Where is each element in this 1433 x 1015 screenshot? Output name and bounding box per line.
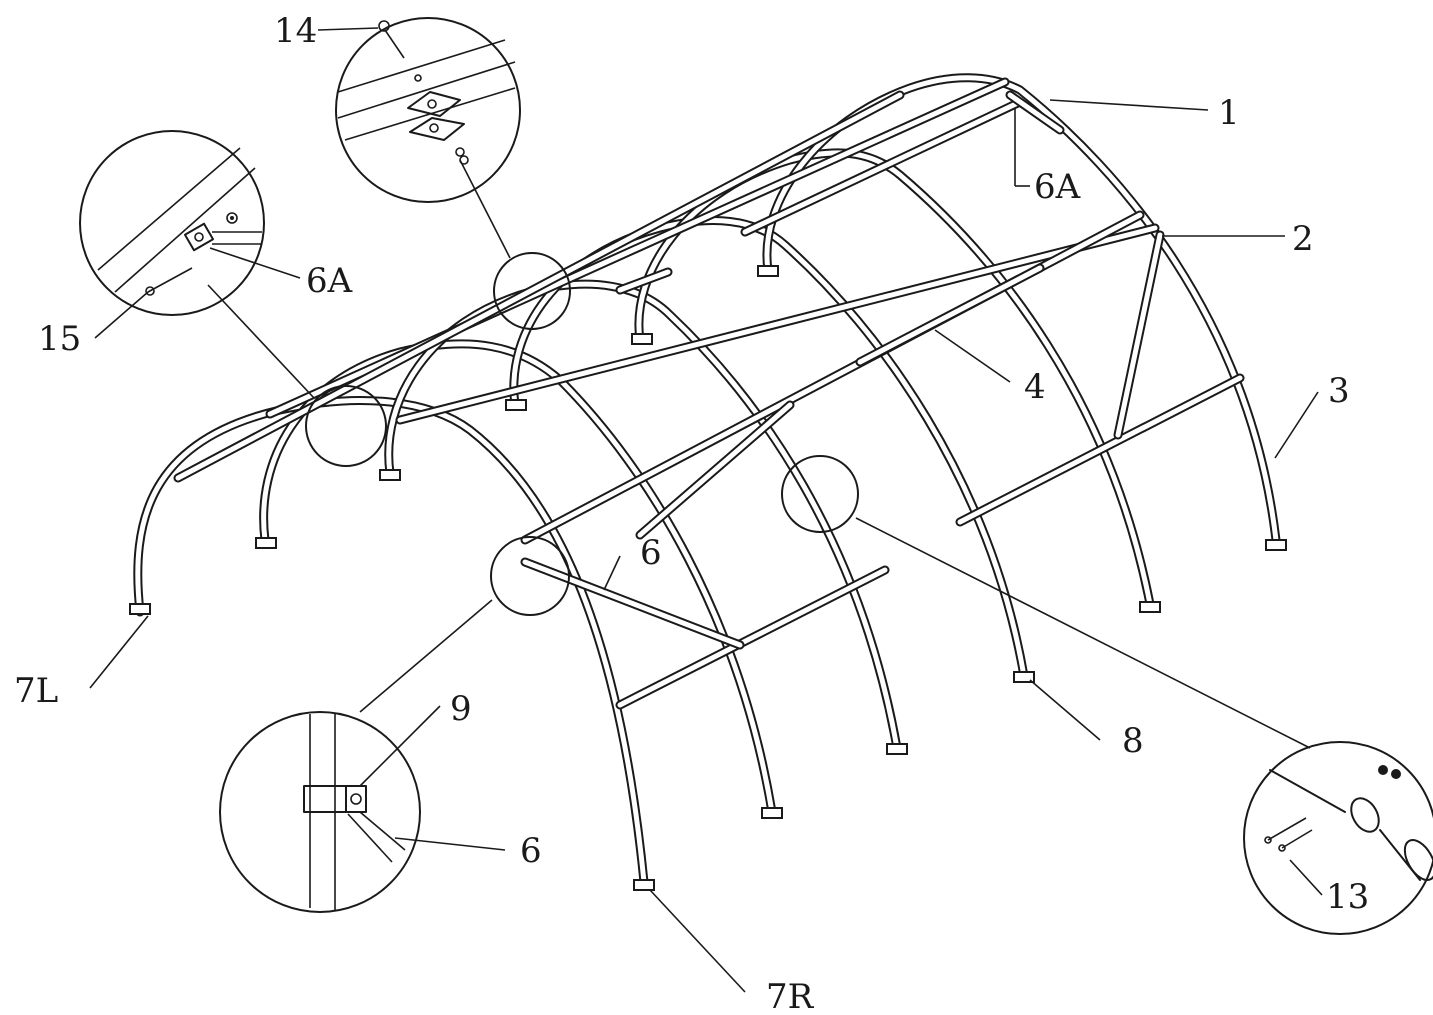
label-13: 13: [1326, 877, 1369, 917]
label-3: 3: [1328, 371, 1350, 411]
base-plates: [129, 265, 1287, 891]
label-15: 15: [38, 319, 81, 359]
detail-circle-9-6: [219, 705, 506, 913]
label-6-detail: 6: [520, 831, 542, 871]
label-leaders: [89, 99, 1319, 993]
label-14: 14: [274, 11, 317, 51]
label-2: 2: [1292, 219, 1314, 259]
detail-circle-13: [1243, 741, 1433, 935]
label-6a-main: 6A: [1034, 167, 1081, 207]
label-8: 8: [1122, 721, 1144, 761]
label-7r: 7R: [766, 977, 815, 1015]
detail-circle-14: [317, 17, 521, 203]
label-1: 1: [1218, 93, 1240, 133]
diagonal-braces: [520, 90, 1165, 650]
callout-markers: [207, 159, 1311, 749]
ridge-and-purlins: [173, 77, 1245, 710]
label-7l: 7L: [14, 671, 58, 711]
detail-circle-6a-15: [79, 130, 301, 339]
label-4: 4: [1024, 367, 1046, 407]
label-6a-detail: 6A: [306, 261, 353, 301]
part-labels: 1 6A 2 4 3 6 7L 8 7R 6A 15 14 9 6 13: [14, 11, 1369, 1015]
label-9: 9: [450, 689, 472, 729]
label-6: 6: [640, 533, 662, 573]
